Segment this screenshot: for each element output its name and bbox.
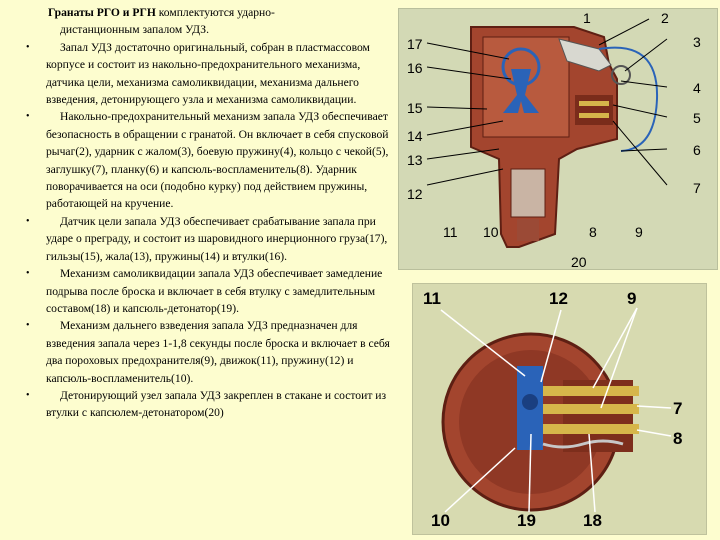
bullet-icon: • [26,111,30,123]
label-leaders [440,307,672,513]
label-5: 5 [693,110,701,126]
bullet-text: Детонирующий узел запала УДЗ закреплен в… [46,388,387,420]
label-8: 8 [673,429,682,448]
text-column: Гранаты РГО и РГН комплектуются ударно- … [14,4,390,422]
label-2: 2 [661,10,669,26]
label-15: 15 [407,100,423,116]
release-lever [558,38,612,72]
bullet-item: • Запал УДЗ достаточно оригинальный, собр… [14,39,390,109]
label-7: 7 [693,180,701,196]
bullet-item: • Механизм самоликвидации запала УДЗ обес… [14,265,390,317]
detonator-cap [517,219,539,241]
title-rest: комплектуются ударно- [155,6,275,19]
bullet-icon: • [26,41,30,53]
label-10: 10 [483,224,499,240]
powder-safety-2 [543,404,639,414]
ring-pin-wire [598,46,659,152]
label-11: 11 [423,289,441,308]
fuse-section-figure: 1 2 3 4 5 6 7 8 9 10 11 12 13 14 15 16 1… [398,8,718,270]
label-14: 14 [407,128,423,144]
label-13: 13 [407,152,423,168]
label-1: 1 [583,10,591,26]
bullet-item: • Накольно-предохранительный механизм зап… [14,108,390,212]
label-17: 17 [407,36,423,52]
arming-mechanism-figure: 11 12 9 7 8 10 19 18 [412,283,707,535]
bullet-list: • Запал УДЗ достаточно оригинальный, собр… [14,39,390,422]
bullet-text: Запал УДЗ достаточно оригинальный, собра… [46,40,370,107]
label-6: 6 [693,142,701,158]
label-4: 4 [693,80,701,96]
label-7: 7 [673,399,682,418]
bullet-text: Механизм самоликвидации запала УДЗ обесп… [46,267,383,315]
label-18: 18 [583,511,602,530]
bullet-item: • Детонирующий узел запала УДЗ закреплен … [14,387,390,422]
delay-sleeve [543,424,639,434]
label-16: 16 [407,60,423,76]
bullet-text: Датчик цели запала УДЗ обеспечивает сраб… [46,214,388,263]
bullet-icon: • [26,389,30,401]
label-12: 12 [549,289,568,308]
bullet-item: • Датчик цели запала УДЗ обеспечивает сра… [14,213,390,265]
striker-block [575,95,613,125]
label-leaders [426,18,668,186]
bullet-icon: • [26,268,30,280]
label-8: 8 [589,224,597,240]
sensor-sleeve [503,69,539,113]
label-3: 3 [693,34,701,50]
inertia-weight-ring [501,47,541,87]
bullet-icon: • [26,215,30,227]
detonator-sleeve [510,168,546,218]
label-10: 10 [431,511,450,530]
igniter [579,113,609,118]
title: Гранаты РГО и РГН комплектуются ударно- [48,4,390,21]
arming-mechanism-diagram: 11 12 9 7 8 10 19 18 [423,289,682,530]
label-11: 11 [443,224,458,240]
bullet-text: Накольно-предохранительный механизм запа… [46,110,389,211]
label-9: 9 [635,224,643,240]
bullet-item: • Механизм дальнего взведения запала УДЗ … [14,317,390,387]
pull-ring [611,65,631,85]
title-bold: Гранаты РГО и РГН [48,6,156,19]
label-20: 20 [571,254,587,269]
slider-pivot [522,394,538,410]
bullet-text: Механизм дальнего взведения запала УДЗ п… [46,319,390,385]
igniter [579,101,609,106]
label-12: 12 [407,186,423,202]
spring [542,439,624,449]
bullet-icon: • [26,320,30,332]
intro: дистанционным запалом УДЗ. [60,23,210,37]
label-19: 19 [517,511,536,530]
label-9: 9 [627,289,636,308]
fuse-section-diagram: 1 2 3 4 5 6 7 8 9 10 11 12 13 14 15 16 1… [407,10,701,269]
powder-safety-1 [543,386,639,396]
